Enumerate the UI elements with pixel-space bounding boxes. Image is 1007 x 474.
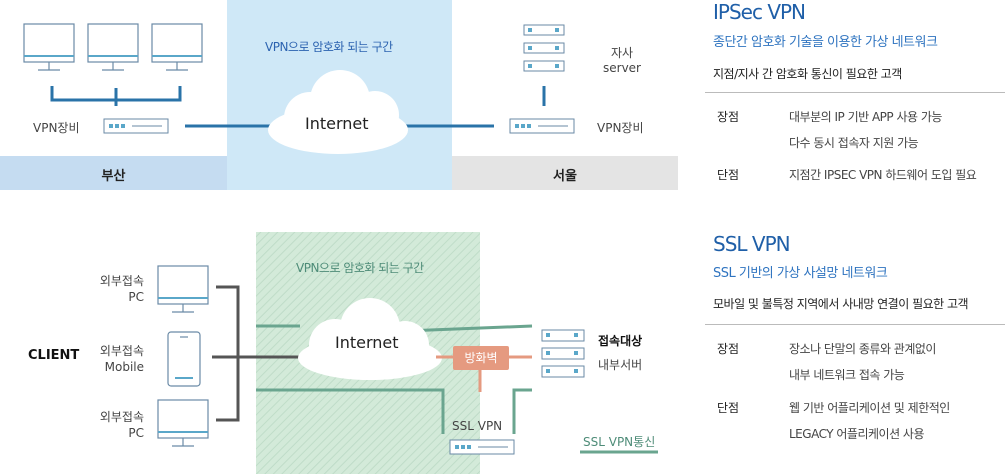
target-server-label: 접속대상 bbox=[598, 334, 643, 348]
ssl-title: SSL VPN bbox=[713, 232, 791, 256]
pros-key: 장점 bbox=[717, 110, 740, 124]
city-label-seoul: 서울 bbox=[553, 169, 577, 184]
monitor-icon bbox=[157, 399, 209, 447]
ipsec-description: 지점/지사 간 암호화 통신이 필요한 고객 bbox=[713, 67, 902, 81]
city-bar-right bbox=[452, 156, 678, 190]
server-label: server bbox=[603, 61, 641, 75]
pros-item: 대부분의 IP 기반 APP 사용 가능 bbox=[789, 110, 942, 124]
pros-item: 내부 네트워크 접속 가능 bbox=[789, 368, 905, 382]
city-bar-left bbox=[0, 156, 227, 190]
vpn-device-label: VPN장비 bbox=[33, 121, 80, 135]
client-label: CLIENT bbox=[28, 348, 80, 363]
mobile-icon bbox=[167, 331, 201, 387]
ssl-subtitle: SSL 기반의 가상 사설망 네트워크 bbox=[713, 266, 888, 281]
monitor-icon bbox=[151, 23, 203, 71]
city-label-busan: 부산 bbox=[101, 169, 126, 184]
cons-item: 웹 기반 어플리케이션 및 제한적인 bbox=[789, 401, 950, 415]
cons-item: 지점간 IPSEC VPN 하드웨어 도입 필요 bbox=[789, 168, 977, 182]
external-pc-label: PC bbox=[128, 290, 144, 304]
ssl-vpn-legend: SSL VPN통신 bbox=[583, 435, 656, 449]
internet-label: Internet bbox=[305, 114, 369, 133]
divider bbox=[705, 324, 1005, 325]
cons-key: 단점 bbox=[717, 168, 740, 182]
external-pc-label: 외부접속 bbox=[99, 274, 144, 288]
monitor-icon bbox=[87, 23, 139, 71]
ipsec-subtitle: 종단간 암호화 기술을 이용한 가상 네트워크 bbox=[713, 35, 938, 50]
pros-item: 장소나 단말의 종류와 관계없이 bbox=[789, 342, 936, 356]
vpn-diagram bbox=[0, 0, 678, 474]
pros-key: 장점 bbox=[717, 342, 740, 356]
encrypted-zone-label: VPN으로 암호화 되는 구간 bbox=[296, 261, 424, 275]
internet-label: Internet bbox=[335, 333, 399, 352]
pros-item: 다수 동시 접속자 지원 가능 bbox=[789, 136, 919, 150]
cloud-icon bbox=[298, 298, 442, 380]
vpn-device-icon bbox=[103, 118, 169, 134]
monitor-icon bbox=[157, 265, 209, 313]
divider bbox=[705, 92, 1005, 93]
external-pc-label: PC bbox=[128, 426, 144, 440]
ssl-vpn-label: SSL VPN bbox=[452, 419, 503, 433]
server-icon bbox=[523, 24, 565, 72]
encrypted-zone-label: VPN으로 암호화 되는 구간 bbox=[265, 40, 393, 54]
internal-server-label: 내부서버 bbox=[598, 358, 643, 372]
ssl-vpn-device-icon bbox=[449, 439, 515, 455]
monitor-icon bbox=[23, 23, 75, 71]
server-label: 자사 bbox=[611, 46, 634, 60]
external-mobile-label: Mobile bbox=[104, 360, 144, 374]
ipsec-title: IPSec VPN bbox=[713, 0, 806, 24]
cons-key: 단점 bbox=[717, 401, 740, 415]
external-mobile-label: 외부접속 bbox=[99, 344, 144, 358]
vpn-device-icon bbox=[509, 118, 575, 134]
firewall-badge: 방화벽 bbox=[453, 346, 509, 370]
external-pc-label: 외부접속 bbox=[99, 410, 144, 424]
cons-item: LEGACY 어플리케이션 사용 bbox=[789, 427, 925, 441]
vpn-device-label: VPN장비 bbox=[597, 121, 644, 135]
cloud-icon bbox=[268, 70, 408, 154]
server-icon bbox=[541, 329, 585, 378]
ssl-description: 모바일 및 불특정 지역에서 사내망 연결이 필요한 고객 bbox=[713, 297, 969, 311]
